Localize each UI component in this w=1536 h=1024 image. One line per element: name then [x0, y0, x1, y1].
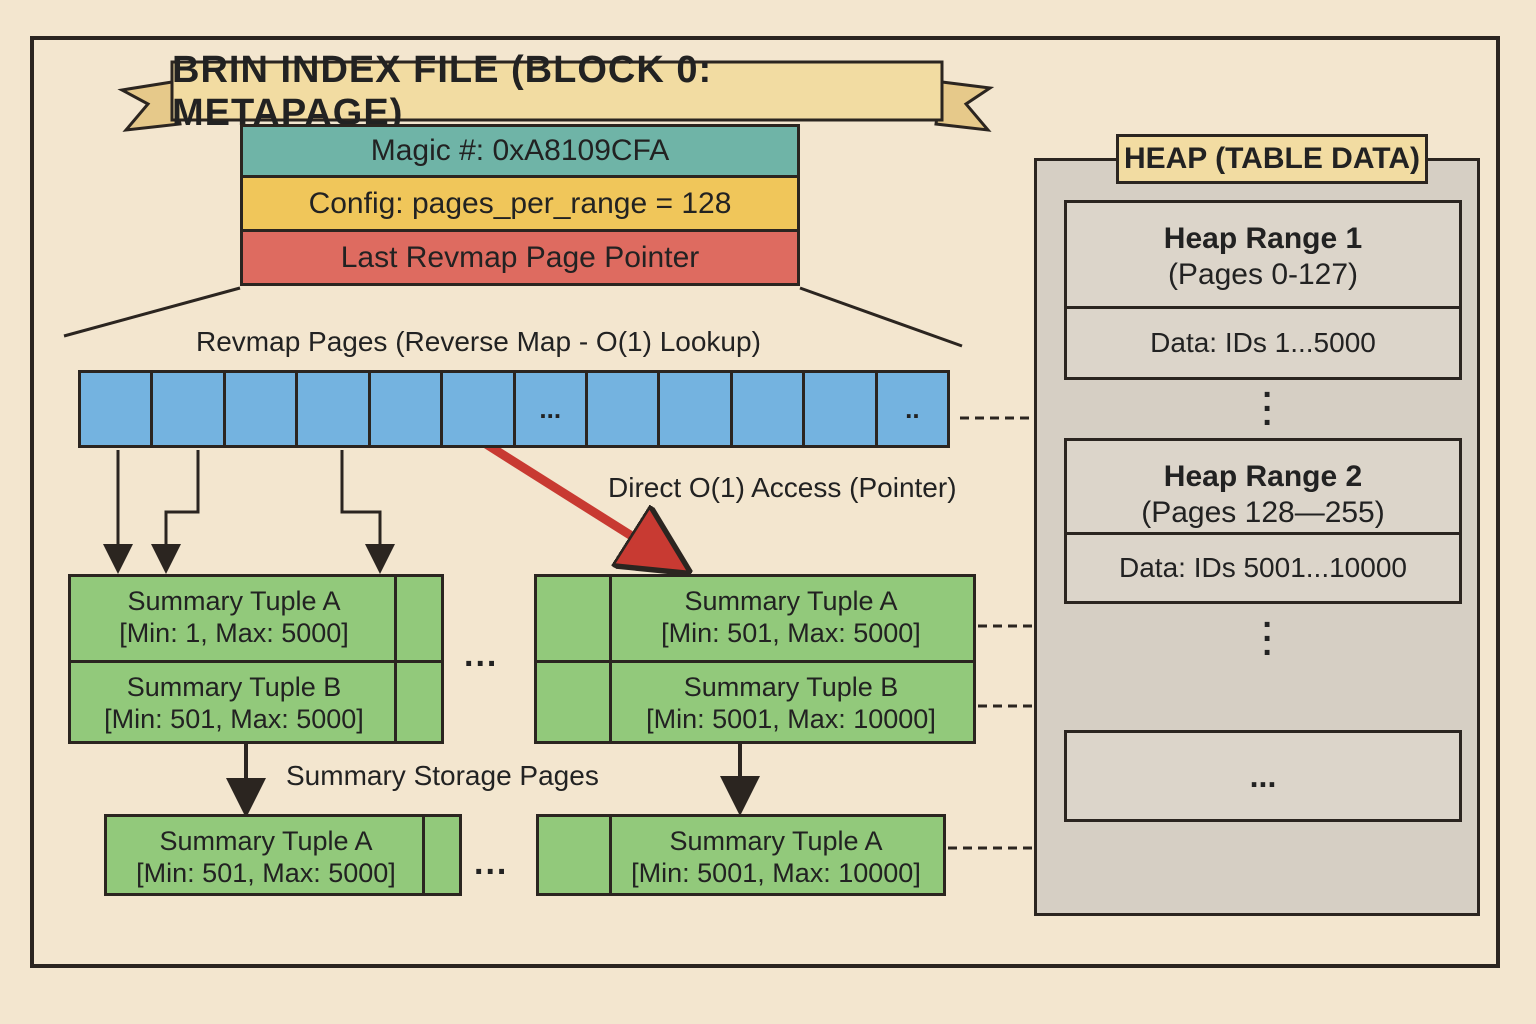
storage-page-right: Summary Tuple A [Min: 5001, Max: 10000]: [536, 814, 946, 896]
heap-range-more: ...: [1064, 730, 1462, 822]
storage-pages-ellipsis: ...: [474, 844, 509, 882]
title-banner: [117, 60, 995, 132]
magic-number-row: Magic #: 0xA8109CFA: [240, 124, 800, 178]
perspective-line-left: [63, 286, 241, 338]
revmap-cell: [298, 373, 371, 445]
summary-storage-label: Summary Storage Pages: [286, 760, 599, 791]
summary-tuple-a: Summary Tuple A [Min: 501, Max: 5000]: [661, 586, 921, 648]
heap-range-name: Heap Range 2: [1163, 460, 1363, 493]
heap-range-pages: (Pages 0-127): [1167, 258, 1359, 291]
revmap-arrow-3: [340, 450, 395, 574]
metapage-title: BRIN INDEX FILE (BLOCK 0: METAPAGE): [172, 49, 713, 134]
heap-range-2: Heap Range 2 (Pages 128—255) Data: IDs 5…: [1064, 438, 1462, 604]
revmap-cell: ...: [516, 373, 588, 445]
revmap-label: Revmap Pages (Reverse Map - O(1) Lookup): [196, 326, 761, 357]
heap-vertical-ellipsis: ···: [1262, 376, 1274, 442]
summary-pages-ellipsis: ...: [464, 636, 499, 674]
last-revmap-pointer-row: Last Revmap Page Pointer: [240, 232, 800, 286]
revmap-cell: [153, 373, 226, 445]
summary-tuple-b: Summary Tuple B [Min: 501, Max: 5000]: [104, 672, 364, 734]
revmap-cell: [660, 373, 733, 445]
summary-tuple-a: Summary Tuple A [Min: 1, Max: 5000]: [119, 586, 349, 648]
revmap-cell: [588, 373, 661, 445]
heap-vertical-ellipsis: ···: [1262, 606, 1274, 672]
direct-access-arrow: [483, 440, 676, 564]
heap-range-pages: (Pages 128—255): [1141, 496, 1385, 529]
revmap-cell: [371, 373, 444, 445]
revmap-cell: [733, 373, 806, 445]
revmap-arrow-2: [151, 450, 200, 574]
heap-title: HEAP (TABLE DATA): [1116, 134, 1428, 184]
summary-tuple-b: Summary Tuple B [Min: 5001, Max: 10000]: [646, 672, 936, 734]
config-row: Config: pages_per_range = 128: [240, 178, 800, 232]
revmap-cell: [226, 373, 299, 445]
heap-range-data: Data: IDs 5001...10000: [1067, 532, 1459, 601]
revmap-cell: [805, 373, 878, 445]
storage-page-left: Summary Tuple A [Min: 501, Max: 5000]: [104, 814, 462, 896]
revmap-pages: ... ..: [78, 370, 950, 448]
direct-access-label: Direct O(1) Access (Pointer): [608, 472, 957, 503]
heap-range-1: Heap Range 1 (Pages 0-127) Data: IDs 1..…: [1064, 200, 1462, 380]
summary-page-right: Summary Tuple A [Min: 501, Max: 5000] Su…: [534, 574, 976, 744]
perspective-line-right: [799, 286, 963, 348]
summary-page-left: Summary Tuple A [Min: 1, Max: 5000] Summ…: [68, 574, 444, 744]
revmap-cell: ..: [905, 393, 920, 424]
heap-range-name: Heap Range 1: [1163, 222, 1363, 255]
revmap-cell: [443, 373, 516, 445]
heap-more-ellipsis: ...: [1249, 757, 1277, 794]
summary-tuple-a: Summary Tuple A [Min: 5001, Max: 10000]: [631, 826, 921, 888]
diagram-frame: [30, 36, 1500, 968]
revmap-cell: [81, 373, 154, 445]
heap-range-data: Data: IDs 1...5000: [1067, 306, 1459, 377]
summary-tuple-a: Summary Tuple A [Min: 501, Max: 5000]: [136, 826, 396, 888]
